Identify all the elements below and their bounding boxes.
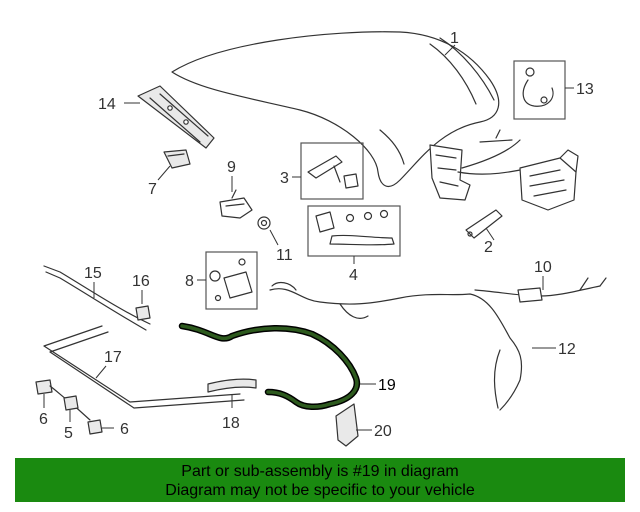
- callout-17: 17: [104, 349, 122, 366]
- leader-7: [157, 165, 171, 181]
- bracket-20: [335, 403, 359, 447]
- clip-7: [163, 149, 191, 169]
- callout-5: 5: [64, 425, 73, 442]
- leader-11: [269, 229, 279, 246]
- grommet-11: [257, 216, 271, 230]
- callout-16: 16: [132, 273, 150, 290]
- hardware-kit-4: [315, 209, 395, 246]
- wiring-harness-10: [474, 277, 607, 303]
- callout-19: 19: [378, 377, 396, 394]
- callout-4: 4: [349, 267, 358, 284]
- bracket-2: [465, 209, 503, 239]
- wiring-harness-12: [269, 281, 523, 411]
- box-13: [513, 60, 566, 120]
- banner-line-1: Part or sub-assembly is #19 in diagram: [181, 463, 459, 480]
- callout-10: 10: [534, 259, 552, 276]
- callout-9: 9: [227, 159, 236, 176]
- sensor-6b: [87, 419, 103, 435]
- callout-3: 3: [280, 170, 289, 187]
- weatherstrip-19: [178, 322, 361, 410]
- cable-5: [49, 385, 91, 421]
- callout-18: 18: [222, 415, 240, 432]
- clip-16: [135, 305, 151, 321]
- callout-6b: 6: [120, 421, 129, 438]
- hydraulic-pump: [519, 149, 579, 211]
- callout-7: 7: [148, 181, 157, 198]
- rear-seal-frame-17: [43, 325, 245, 409]
- wire-connector-13: [522, 67, 554, 107]
- callout-6a: 6: [39, 411, 48, 428]
- leader-17: [95, 365, 107, 379]
- sensor-6a: [35, 379, 53, 395]
- callout-15: 15: [84, 265, 102, 282]
- callout-1: 1: [450, 30, 459, 47]
- roof-bracket-14: [137, 85, 215, 149]
- info-banner: Part or sub-assembly is #19 in diagram D…: [15, 458, 625, 502]
- trim-strip-18: [207, 378, 257, 393]
- latch-9: [219, 189, 253, 219]
- leader-1: [444, 44, 456, 56]
- callout-11: 11: [276, 247, 293, 264]
- callout-13: 13: [576, 81, 594, 98]
- callout-8: 8: [185, 273, 194, 290]
- box-3: [300, 142, 364, 200]
- leader-2: [485, 227, 495, 241]
- bracket-3: [307, 155, 359, 189]
- roof-panel: [171, 31, 500, 188]
- motor-kit-8: [209, 258, 253, 302]
- banner-line-2: Diagram may not be specific to your vehi…: [165, 482, 475, 499]
- roof-linkage: [429, 129, 541, 201]
- callout-20: 20: [374, 423, 392, 440]
- callout-12: 12: [558, 341, 576, 358]
- callout-2: 2: [484, 239, 493, 256]
- callout-14: 14: [98, 96, 116, 113]
